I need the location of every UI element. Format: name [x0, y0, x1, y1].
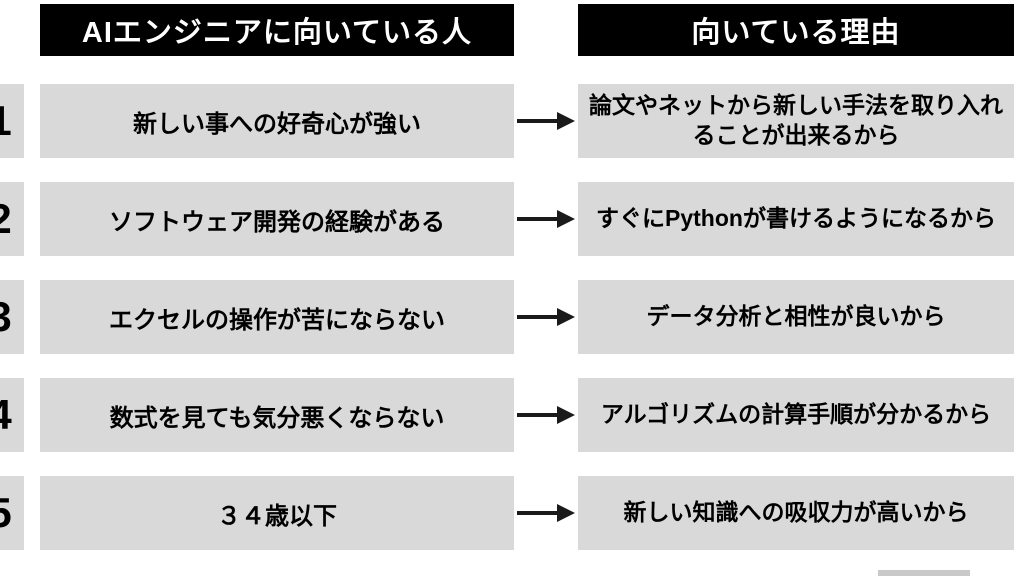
table-row: 1 新しい事への好奇心が強い 論文やネットから新しい手法を取り入れることが出来る… [0, 84, 1024, 158]
arrow-right-icon [514, 84, 578, 158]
table-row: 2 ソフトウェア開発の経験がある すぐにPythonが書けるようになるから [0, 182, 1024, 256]
watermark-fragment [878, 570, 970, 576]
row-number: 1 [0, 84, 24, 158]
reason-cell: 論文やネットから新しい手法を取り入れることが出来るから [578, 84, 1014, 158]
header-suited-people: AIエンジニアに向いている人 [40, 4, 514, 56]
reason-cell: 新しい知識への吸収力が高いから [578, 476, 1014, 550]
arrow-right-icon [514, 378, 578, 452]
row-number: 3 [0, 280, 24, 354]
arrow-right-icon [514, 476, 578, 550]
row-number: 5 [0, 476, 24, 550]
reason-cell: すぐにPythonが書けるようになるから [578, 182, 1014, 256]
trait-cell: 数式を見ても気分悪くならない [40, 378, 514, 452]
reason-cell: データ分析と相性が良いから [578, 280, 1014, 354]
table-row: 4 数式を見ても気分悪くならない アルゴリズムの計算手順が分かるから [0, 378, 1024, 452]
trait-cell: ３４歳以下 [40, 476, 514, 550]
arrow-right-icon [514, 280, 578, 354]
row-number: 4 [0, 378, 24, 452]
rows-container: 1 新しい事への好奇心が強い 論文やネットから新しい手法を取り入れることが出来る… [0, 84, 1024, 550]
trait-cell: エクセルの操作が苦にならない [40, 280, 514, 354]
header-reasons: 向いている理由 [578, 4, 1014, 56]
arrow-right-icon [514, 182, 578, 256]
row-number: 2 [0, 182, 24, 256]
trait-cell: ソフトウェア開発の経験がある [40, 182, 514, 256]
reason-cell: アルゴリズムの計算手順が分かるから [578, 378, 1014, 452]
trait-cell: 新しい事への好奇心が強い [40, 84, 514, 158]
table-row: 5 ３４歳以下 新しい知識への吸収力が高いから [0, 476, 1024, 550]
table-row: 3 エクセルの操作が苦にならない データ分析と相性が良いから [0, 280, 1024, 354]
